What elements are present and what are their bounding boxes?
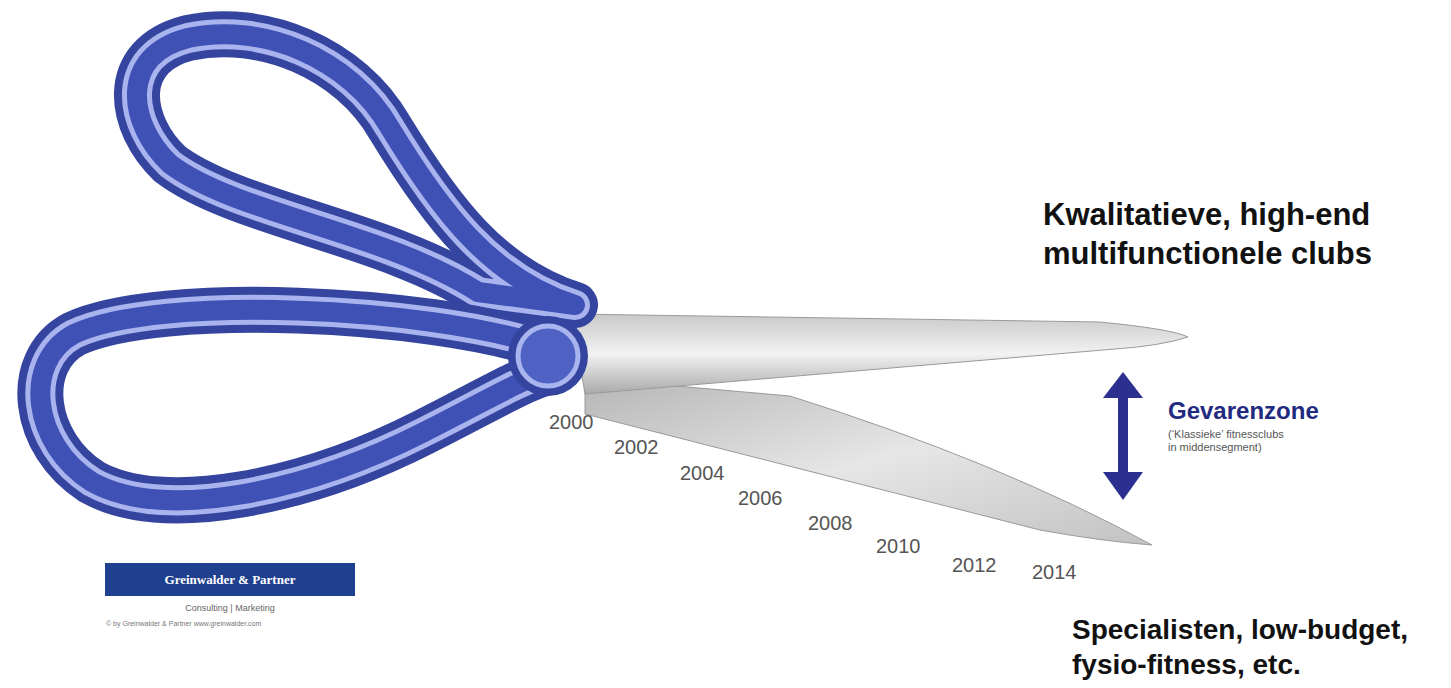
year-label: 2006: [738, 488, 818, 508]
year-label: 2000: [549, 412, 629, 432]
arrow-head: [1103, 472, 1143, 500]
segment-label: Specialisten, low-budget, fysio-fitness,…: [1072, 612, 1451, 682]
upper-handle: [137, 34, 575, 305]
handle-stripe: [137, 34, 575, 305]
year-label: 2008: [808, 513, 888, 533]
handle-outer: [137, 34, 575, 305]
logo-tagline: Consulting | Marketing: [105, 603, 355, 614]
logo-text: Greinwalder & Partner: [165, 572, 296, 588]
year-label: 2012: [952, 555, 1032, 575]
upper-blade: [572, 314, 1188, 394]
copyright-note: © by Greinwalder & Partner www.greinwald…: [106, 620, 366, 628]
pivot-ring: [518, 326, 578, 386]
arrow-shaft: [1118, 392, 1128, 478]
segment-label: Kwalitatieve, high-end multifunctionele …: [1043, 196, 1443, 274]
arrow-head: [1103, 372, 1143, 398]
pivot: [508, 316, 588, 396]
year-label: 2002: [614, 437, 694, 457]
handle-stripe: [40, 310, 548, 500]
year-label: 2014: [1032, 562, 1112, 582]
handle-core: [40, 310, 548, 500]
year-label: 2004: [680, 463, 760, 483]
handle-core: [137, 34, 575, 305]
double-arrow: [1103, 372, 1143, 500]
zone-note: (‘Klassieke’ fitnessclubs in middensegme…: [1168, 428, 1293, 454]
handle-outer: [40, 310, 548, 500]
zone-title: Gevarenzone: [1168, 398, 1368, 424]
lower-handle: [40, 310, 548, 500]
logo-box: Greinwalder & Partner: [105, 563, 355, 596]
year-label: 2010: [876, 536, 956, 556]
lower-blade: [585, 378, 1152, 545]
